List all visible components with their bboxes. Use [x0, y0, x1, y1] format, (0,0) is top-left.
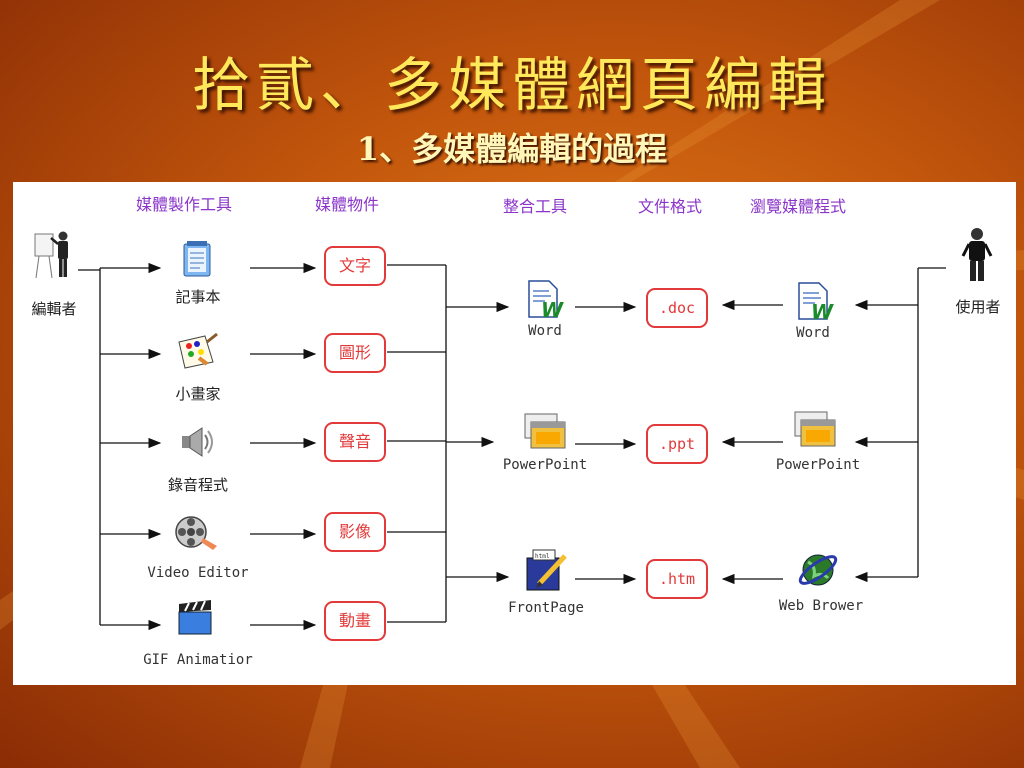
- browser-label-1: Word: [796, 325, 830, 341]
- web-browser-icon: [798, 554, 838, 586]
- person-icon: [961, 228, 993, 281]
- speaker-icon: [182, 427, 213, 457]
- format-doc: .doc: [646, 288, 708, 328]
- header-objects: 媒體物件: [315, 195, 380, 214]
- integration-label-2: PowerPoint: [502, 457, 588, 473]
- svg-text:W: W: [811, 300, 834, 323]
- connector-lines: [78, 262, 946, 631]
- header-browsers: 瀏覽媒體程式: [750, 197, 847, 216]
- header-tools: 媒體製作工具: [136, 195, 233, 214]
- film-reel-icon: [175, 516, 217, 550]
- svg-text:html: html: [535, 553, 550, 560]
- clapperboard-icon: [178, 600, 212, 635]
- tool-label-3: 錄音程式: [167, 476, 228, 494]
- tool-label-1: 記事本: [175, 288, 221, 306]
- format-htm: .htm: [646, 559, 708, 599]
- page-title: 拾貳、多媒體網頁編輯: [191, 51, 832, 119]
- object-video: 影像: [324, 512, 386, 552]
- word-doc-icon: W: [528, 280, 564, 321]
- powerpoint-icon: [524, 413, 566, 449]
- browser-label-3: Web Brower: [778, 598, 864, 614]
- diagram-panel: 媒體製作工具 媒體物件 整合工具 文件格式 瀏覽媒體程式 編輯者 記事本 小畫家…: [13, 182, 1016, 685]
- tool-label-2: 小畫家: [175, 385, 221, 403]
- svg-text:W: W: [541, 298, 564, 321]
- browser-label-2: PowerPoint: [775, 457, 861, 473]
- object-text: 文字: [324, 246, 386, 286]
- tool-label-5: GIF Animatior: [143, 652, 253, 668]
- tool-label-4: Video Editor: [147, 565, 249, 581]
- notepad-icon: [183, 241, 211, 277]
- integration-label-3: FrontPage: [508, 600, 584, 616]
- presenter-icon: [34, 231, 68, 279]
- integration-label-1: Word: [528, 323, 562, 339]
- user-label: 使用者: [955, 298, 1001, 316]
- format-ppt: .ppt: [646, 424, 708, 464]
- page-subtitle: 1、多媒體編輯的過程: [356, 130, 668, 168]
- editor-label: 編輯者: [31, 300, 77, 318]
- object-image: 圖形: [324, 333, 386, 373]
- header-integration: 整合工具: [503, 197, 568, 216]
- object-animation: 動畫: [324, 601, 386, 641]
- paint-icon: [178, 332, 218, 369]
- object-sound: 聲音: [324, 422, 386, 462]
- powerpoint-icon: [794, 411, 836, 447]
- header-formats: 文件格式: [638, 197, 703, 216]
- word-doc-icon: W: [798, 282, 834, 323]
- frontpage-icon: html: [526, 549, 567, 591]
